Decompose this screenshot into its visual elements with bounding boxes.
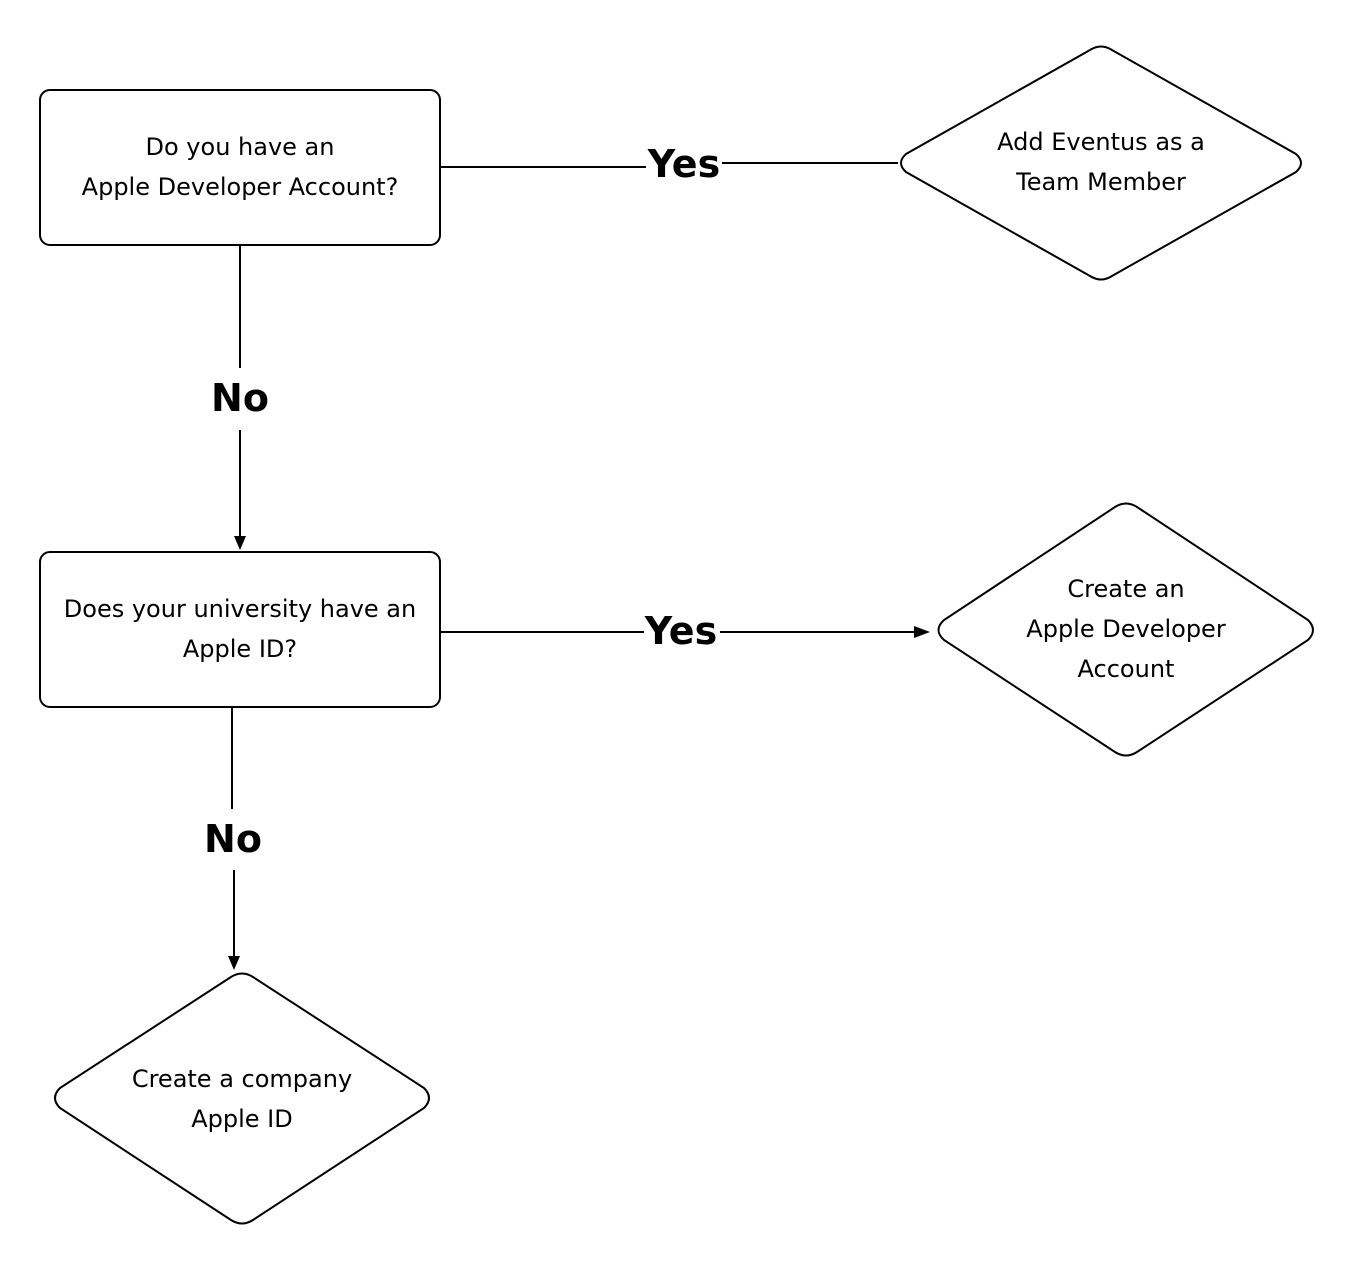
node-q2-line2: Apple ID? <box>183 635 297 663</box>
node-add-team-diamond <box>900 45 1302 281</box>
edge-q1-yes: Yes <box>440 142 898 186</box>
node-create-dev-diamond <box>937 502 1314 757</box>
node-add-team-line2: Team Member <box>1015 168 1186 196</box>
node-q1-line2: Apple Developer Account? <box>82 173 399 201</box>
node-q2-line1: Does your university have an <box>64 595 416 623</box>
node-create-company-line2: Apple ID <box>191 1105 293 1133</box>
node-question-university-apple-id: Does your university have an Apple ID? <box>39 551 441 708</box>
node-create-developer-account: Create an Apple Developer Account <box>937 502 1314 757</box>
arrowhead-q2-no <box>228 956 240 970</box>
edge-label-q2-no: No <box>204 817 262 861</box>
node-create-company-diamond <box>54 972 430 1225</box>
edge-label-q1-no: No <box>211 376 269 420</box>
edge-q2-no: No <box>204 707 262 970</box>
node-create-dev-line2: Apple Developer <box>1026 615 1226 643</box>
arrowhead-q1-no <box>234 536 246 550</box>
arrowhead-q2-yes <box>914 626 930 638</box>
node-add-team-line1: Add Eventus as a <box>997 128 1205 156</box>
node-create-company-apple-id: Create a company Apple ID <box>54 972 430 1225</box>
edge-q2-yes: Yes <box>436 609 930 653</box>
edge-label-q1-yes: Yes <box>647 142 720 186</box>
node-create-company-line1: Create a company <box>132 1065 352 1093</box>
node-q1-line1: Do you have an <box>146 133 335 161</box>
node-q2-box <box>39 551 441 708</box>
node-create-dev-line1: Create an <box>1067 575 1184 603</box>
edge-q1-no: No <box>211 245 269 550</box>
node-add-team-member: Add Eventus as a Team Member <box>900 45 1302 281</box>
edge-label-q2-yes: Yes <box>644 609 717 653</box>
node-q1-box <box>39 89 441 246</box>
node-question-developer-account: Do you have an Apple Developer Account? <box>39 89 441 246</box>
node-create-dev-line3: Account <box>1078 655 1175 683</box>
